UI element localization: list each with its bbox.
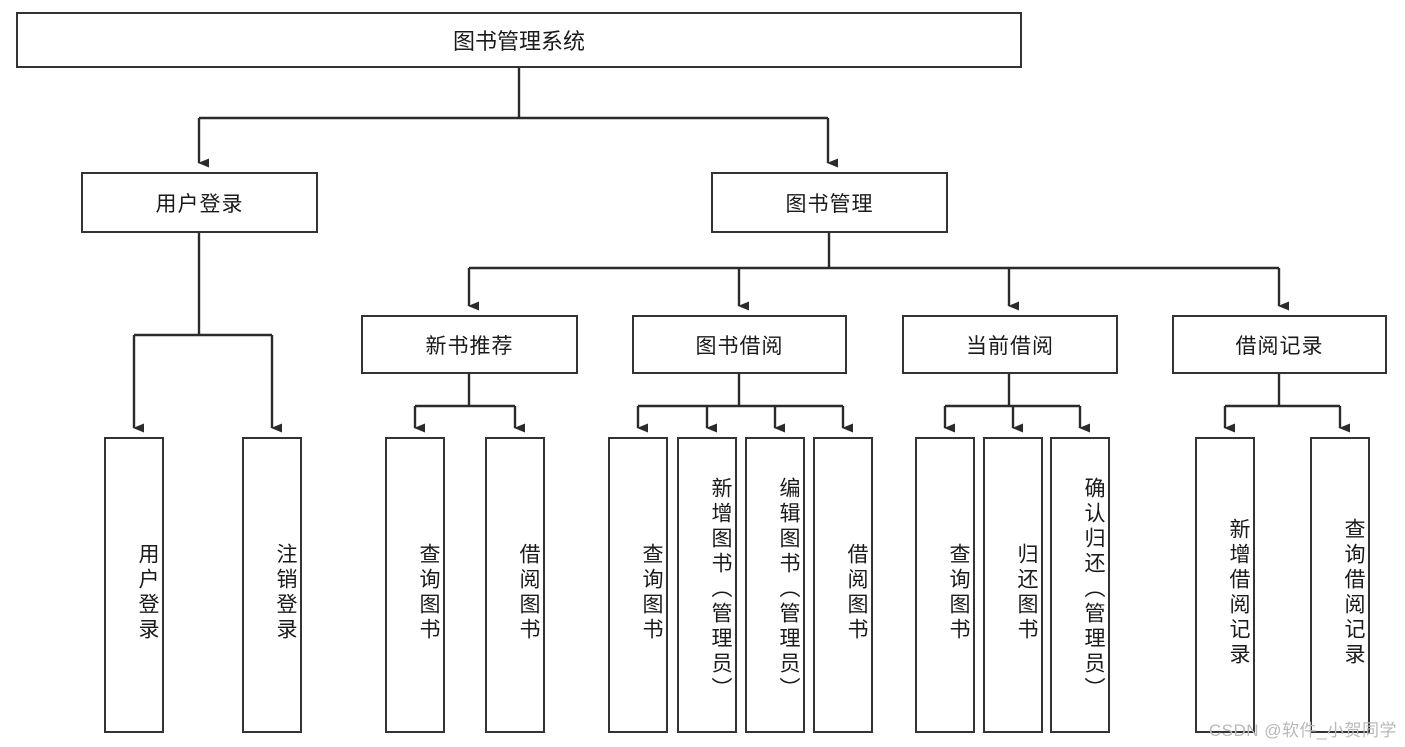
- node-new-book-recommendation[interactable]: 新书推荐: [361, 315, 578, 374]
- node-label: 编辑图书（管理员）: [777, 476, 800, 702]
- node-label: 借阅图书: [845, 543, 868, 643]
- node-leaf-add-borrowing-record[interactable]: 新增借阅记录: [1195, 437, 1255, 733]
- node-label: 查询图书: [417, 543, 440, 643]
- node-label: 图书借阅: [695, 334, 784, 358]
- node-label: 图书管理系统: [452, 29, 585, 54]
- node-leaf-borrow-book-recommendation[interactable]: 借阅图书: [485, 437, 545, 733]
- node-leaf-user-login[interactable]: 用户登录: [104, 437, 164, 733]
- node-label: 借阅图书: [517, 543, 540, 643]
- node-label: 图书管理: [785, 192, 874, 216]
- node-label: 新书推荐: [425, 334, 514, 358]
- node-label: 借阅记录: [1235, 334, 1324, 358]
- node-root-book-management-system[interactable]: 图书管理系统: [16, 12, 1022, 68]
- node-book-borrowing[interactable]: 图书借阅: [632, 315, 847, 374]
- node-label: 新增图书（管理员）: [709, 476, 732, 702]
- node-label: 用户登录: [136, 543, 159, 643]
- node-leaf-return-book[interactable]: 归还图书: [983, 437, 1043, 733]
- node-user-login[interactable]: 用户登录: [81, 172, 318, 233]
- node-leaf-query-book-recommendation[interactable]: 查询图书: [385, 437, 445, 733]
- node-leaf-logout[interactable]: 注销登录: [242, 437, 302, 733]
- node-leaf-edit-book-admin[interactable]: 编辑图书（管理员）: [745, 437, 805, 733]
- node-label: 当前借阅: [966, 334, 1054, 358]
- node-label: 查询图书: [640, 543, 663, 643]
- node-label: 归还图书: [1015, 543, 1038, 643]
- node-leaf-query-borrowing-record[interactable]: 查询借阅记录: [1310, 437, 1370, 733]
- node-leaf-borrow-book[interactable]: 借阅图书: [813, 437, 873, 733]
- node-borrowing-records[interactable]: 借阅记录: [1172, 315, 1387, 374]
- node-book-management[interactable]: 图书管理: [711, 172, 948, 233]
- node-leaf-confirm-return-admin[interactable]: 确认归还（管理员）: [1050, 437, 1110, 733]
- node-label: 查询借阅记录: [1342, 518, 1365, 668]
- node-leaf-add-book-admin[interactable]: 新增图书（管理员）: [677, 437, 737, 733]
- watermark: CSDN @软件_小贺同学: [1208, 721, 1397, 740]
- node-leaf-query-book-current[interactable]: 查询图书: [915, 437, 975, 733]
- node-label: 用户登录: [155, 192, 244, 216]
- node-label: 查询图书: [947, 543, 970, 643]
- node-current-borrowing[interactable]: 当前借阅: [902, 315, 1118, 374]
- node-leaf-query-book-borrowing[interactable]: 查询图书: [608, 437, 668, 733]
- node-label: 注销登录: [274, 543, 297, 643]
- node-label: 确认归还（管理员）: [1082, 476, 1105, 702]
- node-label: 新增借阅记录: [1227, 518, 1250, 668]
